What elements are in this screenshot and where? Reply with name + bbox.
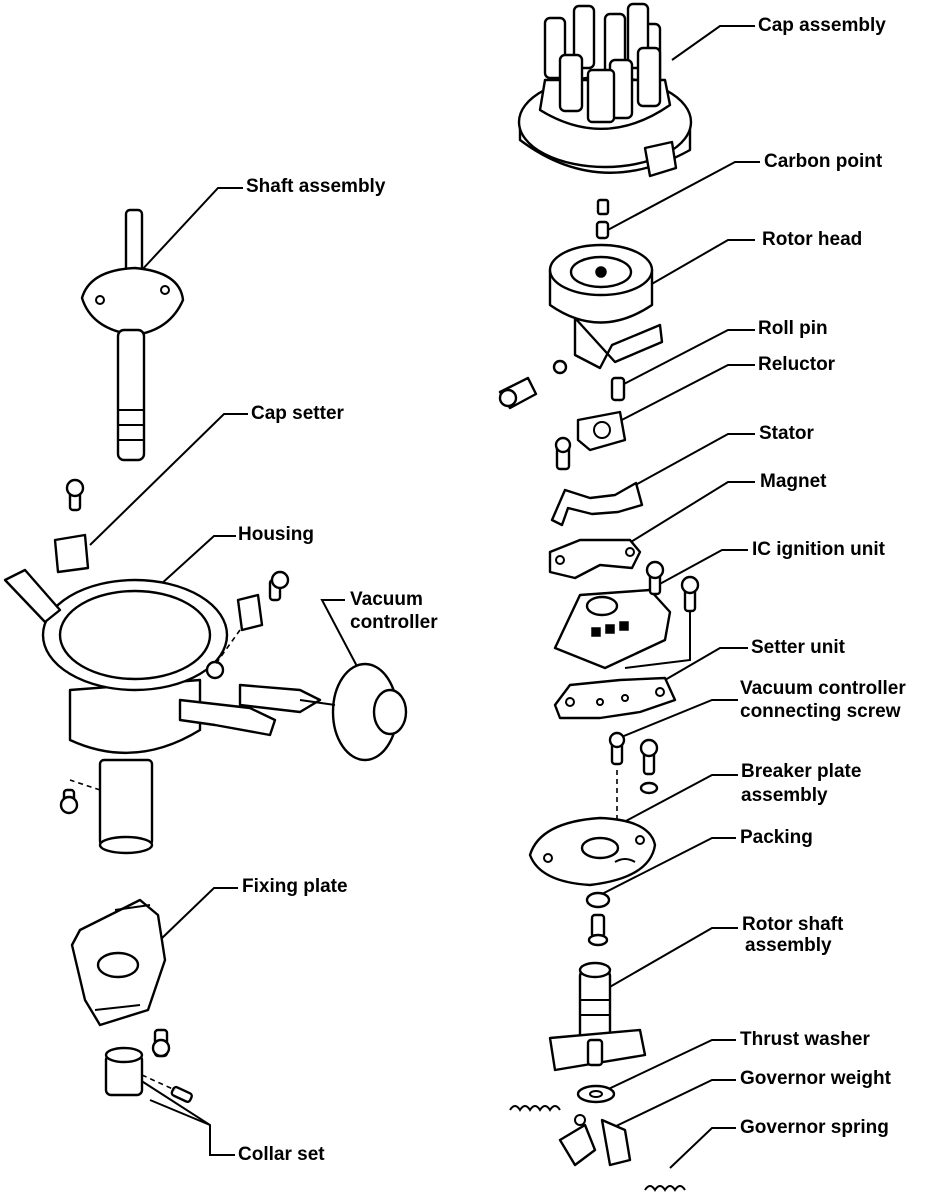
- label-rotor-head: Rotor head: [762, 229, 863, 250]
- label-vacuum-controller-line2: controller: [350, 612, 438, 633]
- carbon-point-drawing: [595, 198, 610, 240]
- setter-unit-drawing: [553, 676, 677, 720]
- label-setter-unit: Setter unit: [751, 637, 845, 658]
- label-reluctor: Reluctor: [758, 354, 836, 375]
- leader-lines: [89, 25, 760, 1169]
- label-vacuum-screw-line2: connecting screw: [740, 701, 901, 722]
- roll-pin-drawing: [610, 376, 626, 402]
- rotor-shaft-drawing: [548, 961, 647, 1072]
- label-breaker-plate-line1: Breaker plate: [741, 761, 862, 782]
- packing-drawing: [585, 891, 611, 947]
- label-vacuum-screw-line1: Vacuum controller: [740, 678, 906, 699]
- cap-assembly-drawing: [517, 2, 693, 178]
- collar-set-drawing: [104, 1028, 193, 1103]
- label-magnet: Magnet: [760, 471, 827, 492]
- label-ic-ignition-unit: IC ignition unit: [752, 539, 885, 560]
- housing-drawing: [3, 568, 290, 855]
- label-governor-spring: Governor spring: [740, 1117, 889, 1138]
- governor-spring-drawing: [509, 1105, 686, 1192]
- label-thrust-washer: Thrust washer: [740, 1029, 870, 1050]
- label-carbon-point: Carbon point: [764, 151, 883, 172]
- label-collar-set: Collar set: [238, 1144, 325, 1165]
- reluctor-drawing: [554, 410, 627, 471]
- vacuum-controller-drawing: [238, 662, 408, 762]
- label-cap-assembly: Cap assembly: [758, 15, 886, 36]
- label-rotor-shaft-line1: Rotor shaft: [742, 914, 844, 935]
- stator-drawing: [550, 481, 644, 527]
- rotor-head-drawing: [498, 243, 664, 410]
- label-governor-weight: Governor weight: [740, 1068, 891, 1089]
- label-breaker-plate-line2: assembly: [741, 785, 828, 806]
- breaker-plate-drawing: [528, 816, 657, 887]
- cap-setter-drawing: [53, 478, 90, 574]
- label-fixing-plate: Fixing plate: [242, 876, 348, 897]
- ic-ignition-unit-drawing: [553, 560, 700, 670]
- shaft-assembly-drawing: [80, 208, 185, 462]
- label-roll-pin: Roll pin: [758, 318, 828, 339]
- label-housing: Housing: [238, 524, 314, 545]
- governor-weight-drawing: [558, 1114, 632, 1167]
- label-cap-setter: Cap setter: [251, 403, 344, 424]
- label-vacuum-controller-line1: Vacuum: [350, 589, 423, 610]
- label-rotor-shaft-line2: assembly: [745, 935, 832, 956]
- label-shaft-assembly: Shaft assembly: [246, 176, 386, 197]
- magnet-drawing: [548, 538, 642, 580]
- fixing-plate-drawing: [70, 898, 167, 1027]
- label-packing: Packing: [740, 827, 813, 848]
- vacuum-screw-drawing: [608, 731, 659, 820]
- label-stator: Stator: [759, 423, 814, 444]
- thrust-washer-drawing: [576, 1084, 616, 1104]
